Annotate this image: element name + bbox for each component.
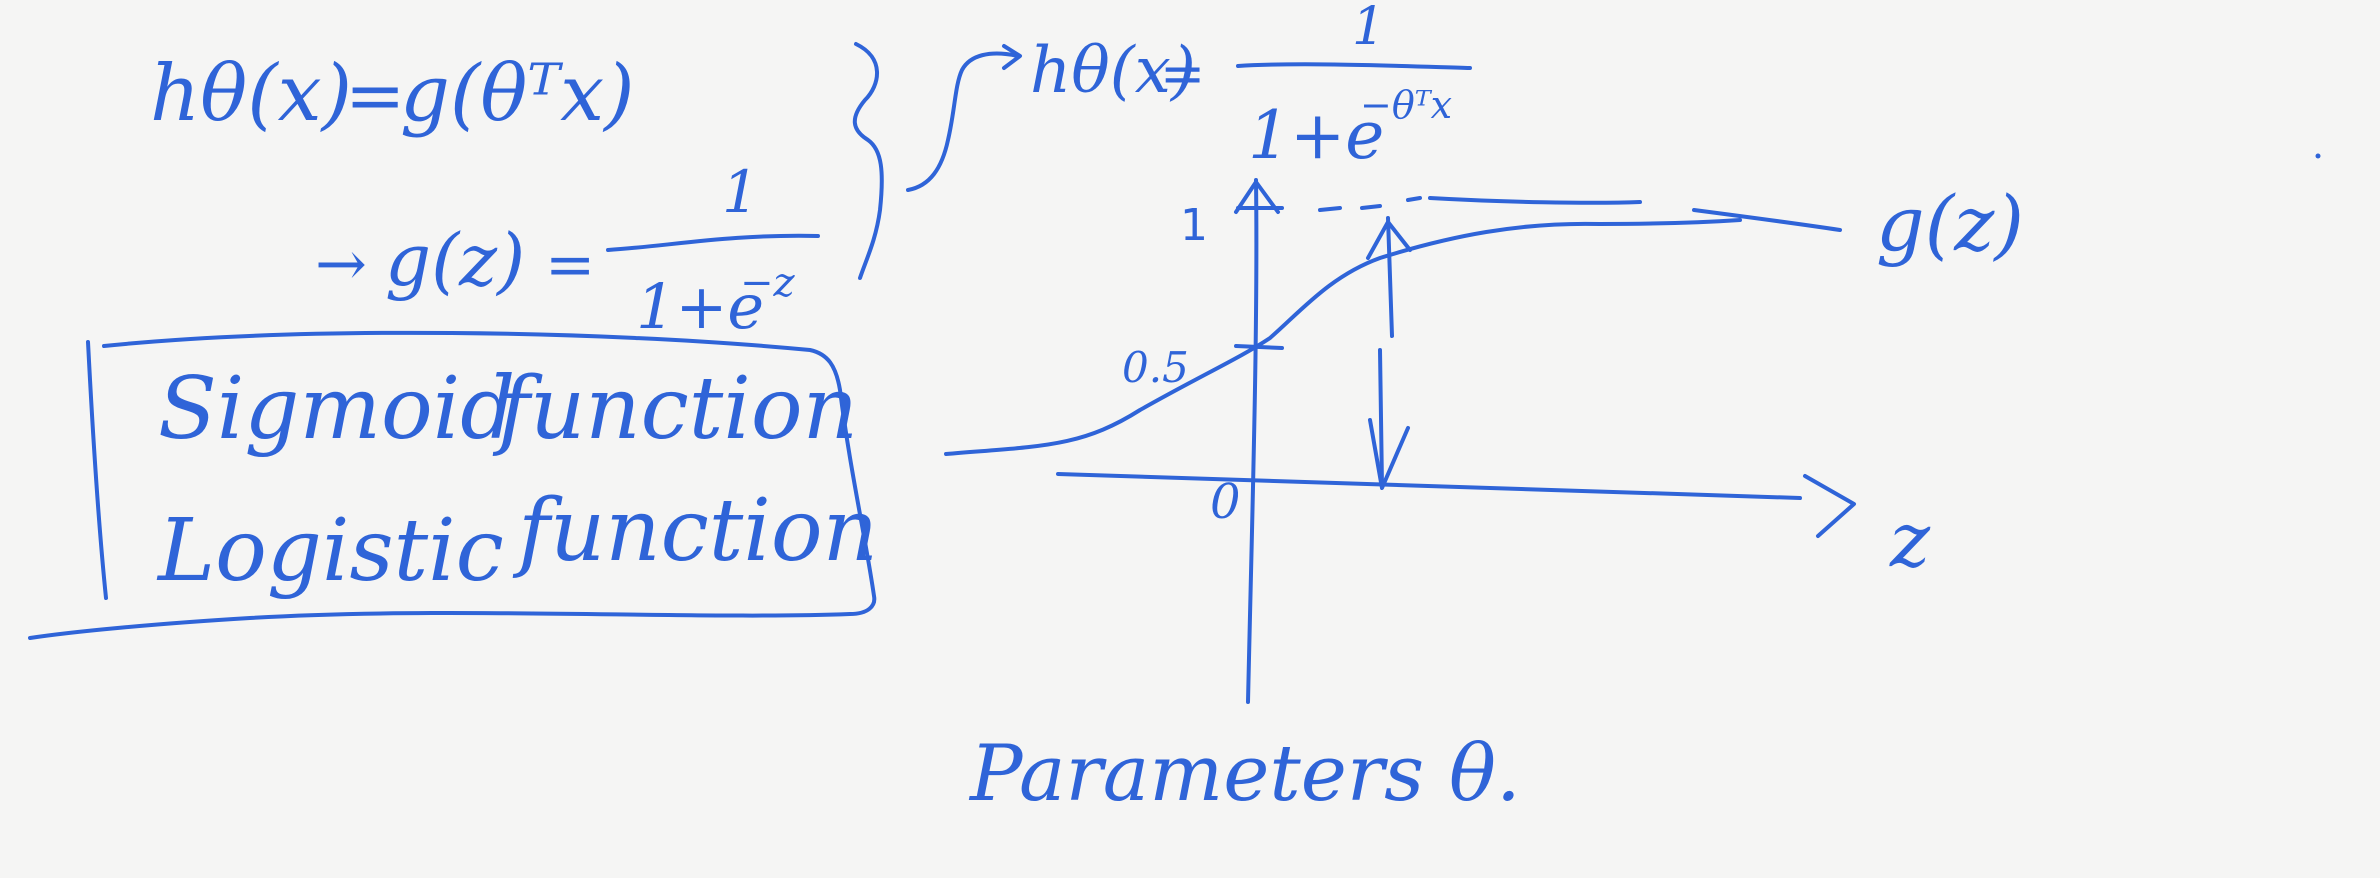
combined-fraction-bar — [1236, 62, 1472, 70]
sigmoid-numerator: 1 — [722, 158, 759, 226]
asymptote-dash-2 — [1318, 206, 1342, 212]
combined-arrow-head — [1002, 44, 1022, 70]
hypothesis-rhs: g(θᵀx) — [400, 49, 635, 139]
asymptote-dash-6 — [1692, 208, 1842, 232]
sigmoid-equals: = — [545, 230, 595, 300]
sigmoid-graph: 1 0.5 0 z g(z) — [944, 178, 2024, 704]
combined-lhs: hθ(x) — [1030, 34, 1196, 108]
y-tick-one-label: 1 — [1180, 200, 1208, 251]
sigmoid-definition: → g(z) = 1 1+e −z — [315, 158, 820, 343]
logistic-function-word: function — [512, 481, 878, 581]
combined-hypothesis-formula: hθ(x) = 1 1+e −θᵀx — [906, 0, 1472, 192]
range-arrow-down-head — [1368, 418, 1410, 490]
combined-denominator-base: 1+e — [1248, 97, 1384, 174]
y-tick-half-label: 0.5 — [1122, 343, 1189, 392]
sigmoid-word: Sigmoid — [158, 359, 515, 459]
hypothesis-lhs: hθ(x) — [150, 49, 352, 139]
sigmoid-denominator-exponent: −z — [740, 260, 796, 306]
range-arrow-upper — [1386, 216, 1394, 338]
sigmoid-fraction-bar — [606, 233, 820, 252]
hypothesis-equals: = — [345, 53, 405, 137]
range-arrow-lower — [1378, 348, 1384, 488]
asymptote-dash-5 — [1428, 196, 1642, 205]
sigmoid-function-word: function — [492, 359, 858, 459]
parameters-label: Parameters θ. — [968, 729, 1521, 819]
grouping-brace — [852, 42, 884, 280]
function-names-box: Sigmoid function Logistic function — [28, 330, 878, 640]
combined-equals: = — [1160, 42, 1205, 105]
combined-denominator-exponent: −θᵀx — [1360, 83, 1452, 127]
asymptote-dash-4 — [1406, 196, 1422, 202]
sigmoid-arrow: → — [315, 227, 367, 300]
origin-label: 0 — [1210, 474, 1241, 530]
sigmoid-denominator-base: 1+e — [636, 270, 764, 343]
logistic-word: Logistic — [156, 501, 504, 601]
sigmoid-curve — [944, 218, 1742, 456]
asymptote-dash-3 — [1360, 204, 1382, 210]
y-axis — [1246, 178, 1259, 704]
sigmoid-lhs: g(z) — [385, 218, 525, 302]
box-outline — [28, 330, 877, 640]
x-axis-arrowhead — [1803, 474, 1856, 538]
range-arrow-up-head — [1366, 220, 1412, 260]
y-axis-arrowhead — [1234, 180, 1280, 214]
x-axis — [1056, 472, 1802, 500]
hypothesis-formula: hθ(x) = g(θᵀx) — [150, 49, 635, 139]
curve-label: g(z) — [1876, 179, 2024, 268]
x-axis-label: z — [1889, 495, 1931, 584]
stray-ink-dot — [2315, 153, 2321, 159]
combined-numerator: 1 — [1352, 0, 1385, 57]
combined-arrow-stem — [906, 51, 1020, 192]
half-tick — [1234, 344, 1284, 350]
box-left-stroke — [86, 340, 108, 600]
